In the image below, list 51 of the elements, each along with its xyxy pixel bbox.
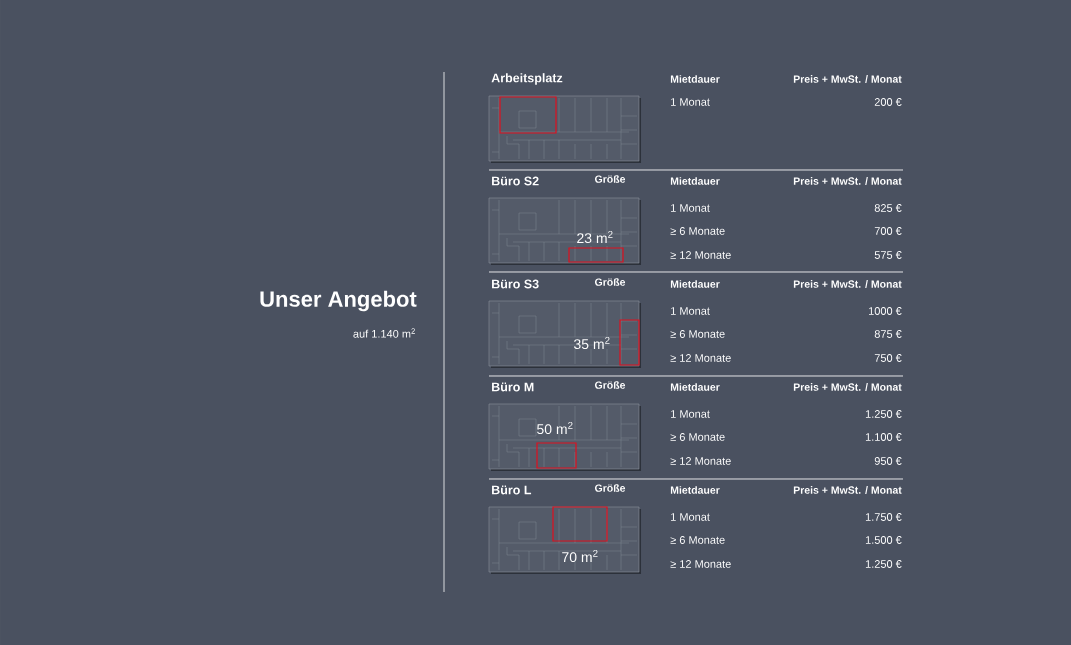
table-cell: ≥ 12 Monate <box>670 560 731 568</box>
table-cell: ≥ 6 Monate <box>670 227 725 235</box>
table-cell: ≥ 6 Monate <box>670 433 725 441</box>
area-label: 70 m$^{2}$ <box>562 549 598 563</box>
table-cell: 1.500 € <box>865 536 902 544</box>
table-cell: 1 Monat <box>671 204 710 212</box>
table-cell: 950 € <box>874 457 902 465</box>
column-header: Mietdauer <box>670 280 720 288</box>
table-cell: 575 € <box>874 251 902 259</box>
table-cell: 700 € <box>874 227 902 235</box>
title: Unser Angebot <box>260 290 417 312</box>
column-header: Größe <box>594 484 626 492</box>
column-header: Preis + MwSt. / Monat <box>793 383 902 391</box>
table-cell: ≥ 12 Monate <box>670 457 731 465</box>
table-cell: 1 Monat <box>671 307 710 315</box>
table-cell: ≥ 6 Monate <box>670 536 725 544</box>
table-cell: 1.250 € <box>865 560 902 568</box>
table-cell: 1000 € <box>869 307 902 315</box>
table-cell: 1 Monat <box>671 410 710 418</box>
column-header: Preis + MwSt. / Monat <box>793 486 902 494</box>
table-cell: 1.100 € <box>865 433 902 441</box>
column-header: Größe <box>594 278 626 286</box>
table-cell: 875 € <box>874 330 902 338</box>
subtitle: auf 1.140 m$^{2}$ <box>353 328 415 338</box>
column-header: Mietdauer <box>670 177 720 185</box>
table-cell: ≥ 6 Monate <box>670 330 725 338</box>
table-cell: 825 € <box>874 204 902 212</box>
table-cell: 1.250 € <box>865 410 902 418</box>
section-heading: Büro S3 <box>492 279 539 289</box>
column-header: Preis + MwSt. / Monat <box>793 75 902 83</box>
table-cell: 200 € <box>874 98 902 106</box>
table-cell: ≥ 12 Monate <box>670 354 731 362</box>
section-heading: Büro S2 <box>492 176 539 186</box>
column-header: Preis + MwSt. / Monat <box>793 177 902 185</box>
column-header: Mietdauer <box>670 486 720 494</box>
section-heading: Büro L <box>492 485 532 495</box>
column-header: Preis + MwSt. / Monat <box>793 280 902 288</box>
table-cell: 1 Monat <box>671 98 710 106</box>
table-cell: ≥ 12 Monate <box>670 251 731 259</box>
section-heading: Büro M <box>492 382 534 392</box>
column-header: Mietdauer <box>670 75 720 83</box>
column-header: Größe <box>594 175 626 183</box>
section-heading: Arbeitsplatz <box>491 73 563 85</box>
area-label: 50 m$^{2}$ <box>537 421 573 435</box>
column-header: Mietdauer <box>670 383 720 391</box>
area-label: 23 m$^{2}$ <box>577 230 613 244</box>
table-cell: 1.750 € <box>865 513 902 521</box>
column-header: Größe <box>594 381 626 389</box>
area-label: 35 m$^{2}$ <box>574 336 610 350</box>
table-cell: 1 Monat <box>671 513 710 521</box>
table-cell: 750 € <box>874 354 902 362</box>
